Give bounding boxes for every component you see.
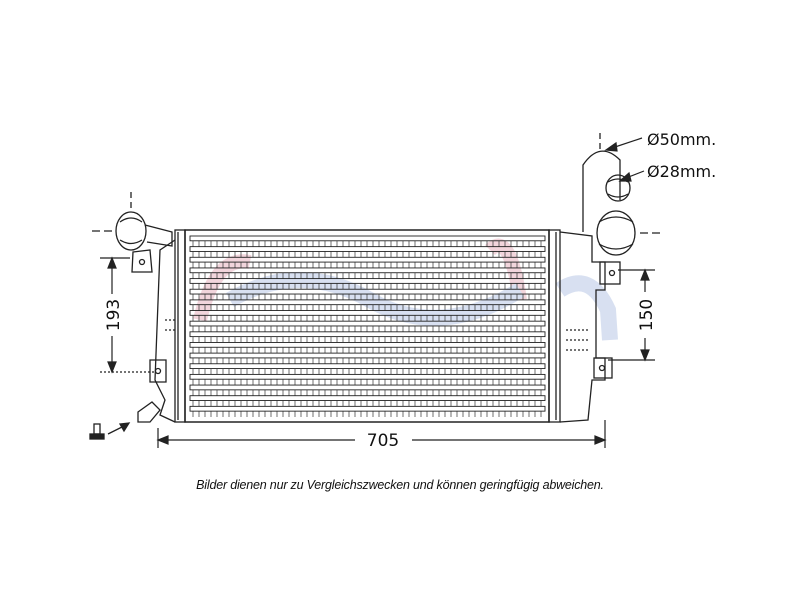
- outlet-diameter-label: Ø50mm.: [647, 130, 716, 149]
- left-pipe-end: [115, 211, 147, 251]
- right-mounting-tab-bottom: [593, 357, 613, 379]
- core-tube: [189, 299, 546, 306]
- core-tube: [189, 310, 546, 316]
- right-tank-outer: [559, 231, 606, 423]
- left-mounting-bracket-bottom: [149, 359, 167, 383]
- core-tube: [189, 235, 546, 242]
- upper-pipe-bend: [582, 150, 621, 232]
- right-tank-body: [548, 229, 561, 423]
- core-tube: [189, 288, 546, 295]
- diameter-callouts: [604, 137, 645, 182]
- watermark-blue-stroke-1: [226, 272, 525, 326]
- radiator-core: [184, 229, 550, 423]
- right-end-tank: [548, 229, 621, 423]
- core-tube: [189, 256, 546, 263]
- inlet-pipe-end: [605, 174, 631, 202]
- outlet-pipe-end: [596, 210, 636, 256]
- right-height-dimension: [608, 268, 655, 362]
- right-pipe-connections: [582, 133, 660, 256]
- core-tube: [189, 267, 546, 274]
- watermark-blue-stroke-2: [555, 275, 618, 341]
- left-tank-side: [154, 239, 176, 423]
- left-drain-stub: [137, 401, 161, 423]
- right-height-label: 150: [637, 299, 657, 331]
- core-tube: [189, 352, 546, 359]
- core-tube: [189, 373, 546, 380]
- core-tube: [189, 331, 546, 338]
- width-dimension: [156, 420, 607, 448]
- core-tube: [189, 246, 546, 252]
- core-tube: [189, 363, 546, 370]
- inlet-diameter-label: Ø28mm.: [647, 162, 716, 181]
- left-mounting-bracket-top: [131, 249, 153, 273]
- mounting-orientation-symbol: [89, 422, 131, 440]
- left-height-label: 193: [104, 299, 124, 331]
- left-height-dimension: [100, 256, 155, 374]
- left-end-tank: [131, 229, 186, 423]
- disclaimer-caption: Bilder dienen nur zu Vergleichszwecken u…: [196, 478, 604, 492]
- core-tube: [189, 384, 546, 391]
- right-mounting-tab-top: [599, 261, 621, 285]
- left-pipe-connection: [92, 192, 173, 251]
- core-tube: [189, 342, 546, 348]
- core-tube: [189, 395, 546, 401]
- core-tube: [189, 320, 546, 327]
- core-tube: [189, 278, 546, 284]
- core-tubes: [189, 235, 546, 417]
- core-tube: [189, 405, 546, 412]
- width-label: 705: [367, 431, 399, 451]
- left-tank-body: [174, 229, 186, 423]
